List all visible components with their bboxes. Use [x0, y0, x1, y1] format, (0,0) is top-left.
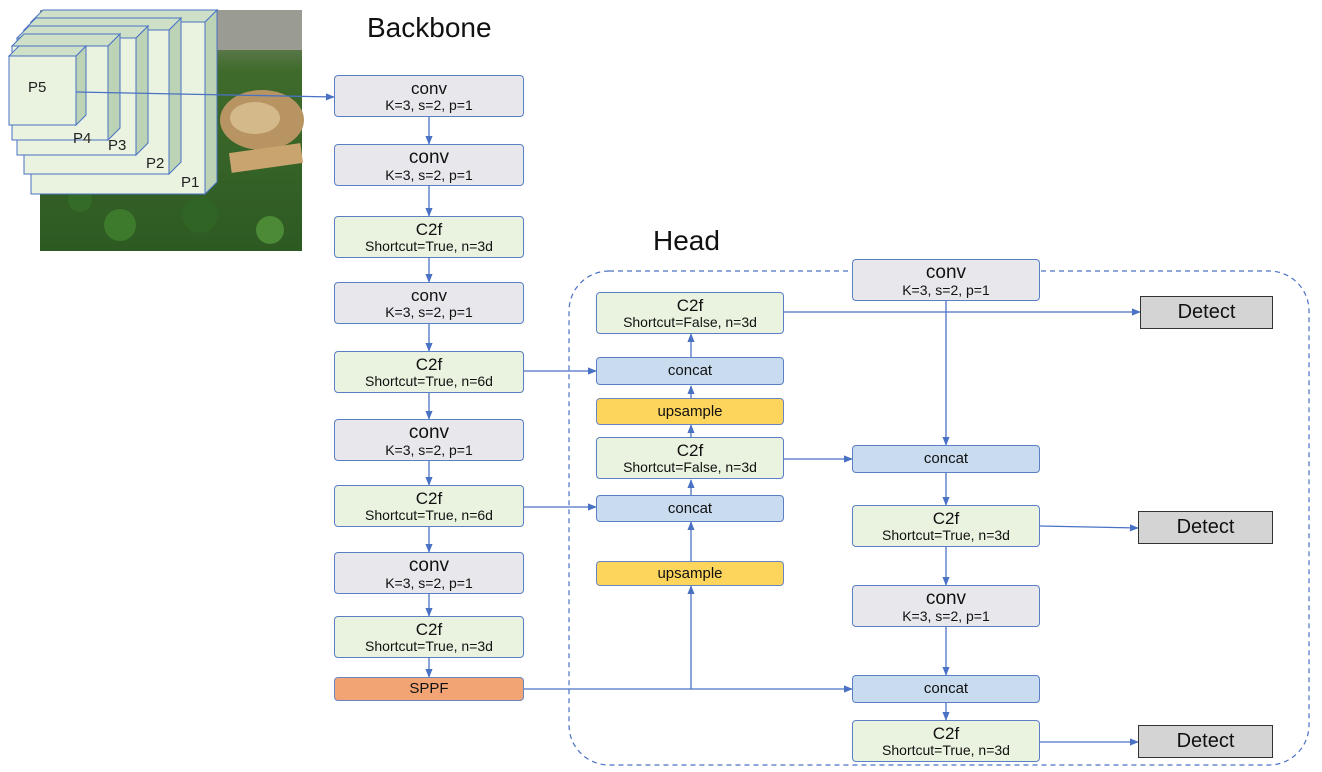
- head-concat-right-1: concat: [852, 445, 1040, 473]
- block-params: Shortcut=True, n=6d: [365, 372, 493, 389]
- block-name: conv: [408, 421, 450, 443]
- block-params: K=3, s=2, p=1: [902, 281, 990, 298]
- block-params: K=3, s=2, p=1: [385, 96, 473, 113]
- head-concat-right-2: concat: [852, 675, 1040, 703]
- detect-middle: Detect: [1138, 511, 1273, 544]
- block-name: C2f: [415, 354, 443, 374]
- head-region-border: [568, 270, 1310, 766]
- block-name: conv: [411, 78, 447, 98]
- head-upsample-2: upsample: [596, 561, 784, 586]
- head-conv-right-2: conv K=3, s=2, p=1: [852, 585, 1040, 627]
- block-name: concat: [667, 362, 713, 380]
- block-params: K=3, s=2, p=1: [902, 607, 990, 624]
- backbone-conv-4: conv K=3, s=2, p=1: [334, 419, 524, 461]
- block-name: C2f: [415, 488, 443, 508]
- backbone-conv-2: conv K=3, s=2, p=1: [334, 144, 524, 186]
- backbone-sppf: SPPF: [334, 677, 524, 701]
- block-name: concat: [667, 499, 713, 517]
- block-name: conv: [411, 285, 447, 305]
- pyramid-label-p2: P2: [146, 155, 165, 172]
- head-c2f-right-1: C2f Shortcut=True, n=3d: [852, 505, 1040, 547]
- block-name: conv: [408, 146, 450, 168]
- backbone-conv-1: conv K=3, s=2, p=1: [334, 75, 524, 117]
- block-name: upsample: [657, 402, 723, 420]
- head-conv-right-1: conv K=3, s=2, p=1: [852, 259, 1040, 301]
- block-name: C2f: [932, 723, 960, 743]
- head-title: Head: [653, 225, 720, 256]
- head-upsample-1: upsample: [596, 398, 784, 425]
- block-params: K=3, s=2, p=1: [385, 303, 473, 320]
- backbone-conv-3: conv K=3, s=2, p=1: [334, 282, 524, 324]
- block-name: conv: [408, 554, 450, 576]
- pyramid-label-p5: P5: [28, 79, 47, 96]
- block-params: Shortcut=True, n=3d: [882, 741, 1010, 758]
- block-name: conv: [925, 261, 967, 283]
- block-name: C2f: [676, 295, 704, 315]
- block-name: SPPF: [409, 680, 449, 698]
- detect-bottom: Detect: [1138, 725, 1273, 758]
- block-params: Shortcut=False, n=3d: [623, 458, 757, 475]
- block-name: concat: [923, 680, 969, 698]
- head-concat-2: concat: [596, 495, 784, 522]
- block-params: Shortcut=True, n=3d: [365, 637, 493, 654]
- detect-top: Detect: [1140, 296, 1273, 329]
- backbone-c2f-4: C2f Shortcut=True, n=3d: [334, 616, 524, 658]
- block-name: upsample: [657, 564, 723, 582]
- block-params: K=3, s=2, p=1: [385, 574, 473, 591]
- head-c2f-mid: C2f Shortcut=False, n=3d: [596, 437, 784, 479]
- block-name: conv: [925, 587, 967, 609]
- backbone-c2f-1: C2f Shortcut=True, n=3d: [334, 216, 524, 258]
- pyramid-label-p1: P1: [181, 174, 200, 191]
- block-params: K=3, s=2, p=1: [385, 166, 473, 183]
- head-c2f-top: C2f Shortcut=False, n=3d: [596, 292, 784, 334]
- block-params: K=3, s=2, p=1: [385, 441, 473, 458]
- block-params: Shortcut=True, n=3d: [365, 237, 493, 254]
- block-params: Shortcut=True, n=3d: [882, 526, 1010, 543]
- pyramid-label-p3: P3: [108, 137, 127, 154]
- backbone-title: Backbone: [367, 12, 492, 43]
- block-name: C2f: [415, 219, 443, 239]
- block-name: C2f: [676, 440, 704, 460]
- block-params: Shortcut=False, n=3d: [623, 313, 757, 330]
- head-concat-1: concat: [596, 357, 784, 385]
- pyramid-label-p4: P4: [73, 130, 92, 147]
- block-name: C2f: [415, 619, 443, 639]
- connector-lines: [75, 91, 1141, 746]
- feature-pyramid: [7, 8, 219, 196]
- backbone-c2f-3: C2f Shortcut=True, n=6d: [334, 485, 524, 527]
- backbone-c2f-2: C2f Shortcut=True, n=6d: [334, 351, 524, 393]
- block-name: concat: [923, 450, 969, 468]
- block-name: C2f: [932, 508, 960, 528]
- backbone-conv-5: conv K=3, s=2, p=1: [334, 552, 524, 594]
- head-c2f-right-2: C2f Shortcut=True, n=3d: [852, 720, 1040, 762]
- block-params: Shortcut=True, n=6d: [365, 506, 493, 523]
